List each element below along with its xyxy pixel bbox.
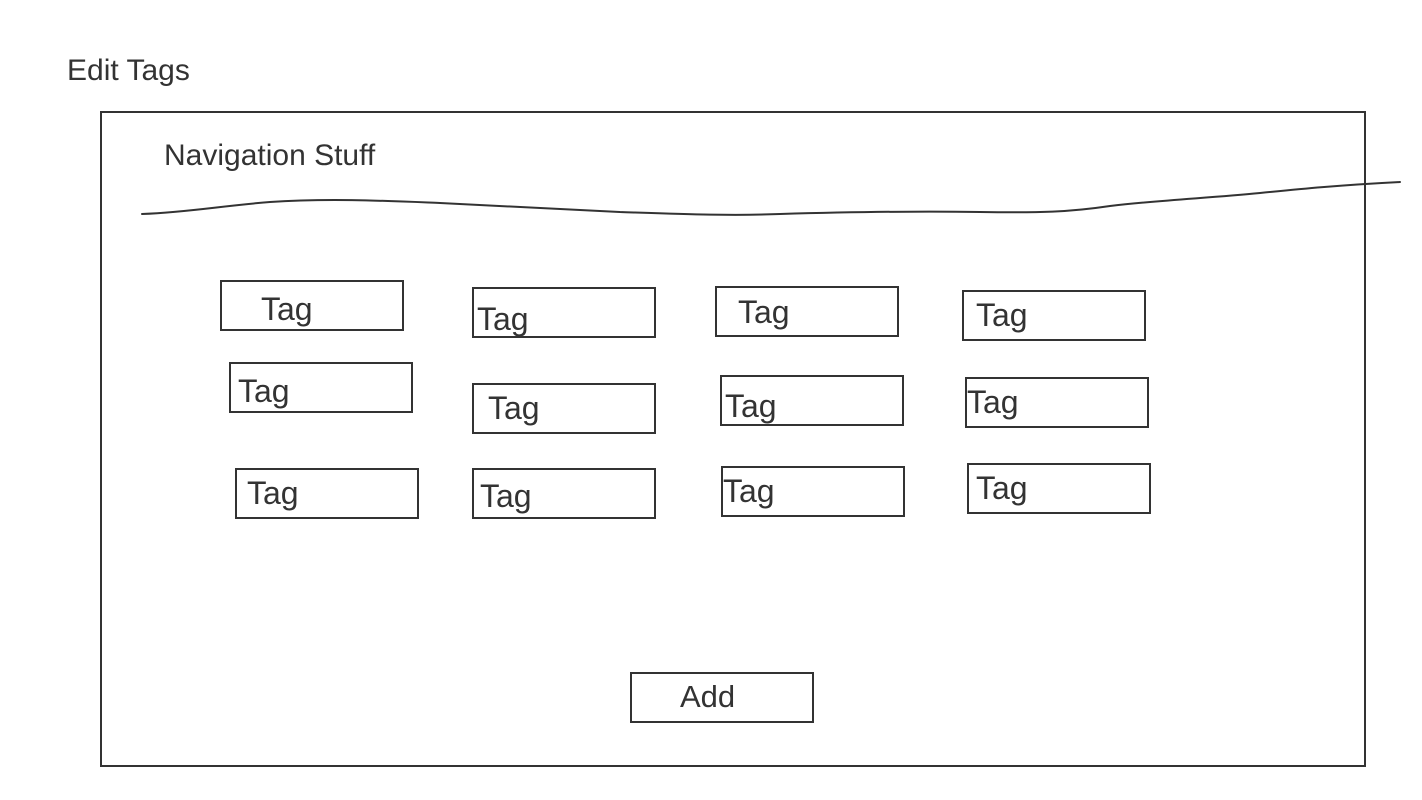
tag-item[interactable]: Tag — [472, 468, 656, 519]
tag-item[interactable]: Tag — [229, 362, 413, 413]
tag-label: Tag — [738, 294, 790, 330]
tag-label: Tag — [477, 301, 529, 337]
tag-label: Tag — [238, 373, 290, 409]
page-title: Edit Tags — [67, 54, 190, 87]
tag-label: Tag — [488, 390, 540, 426]
tag-item[interactable]: Tag — [720, 375, 904, 426]
tag-label: Tag — [723, 473, 775, 509]
tag-label: Tag — [976, 297, 1028, 333]
add-button-label: Add — [680, 679, 736, 714]
tag-item[interactable]: Tag — [220, 280, 404, 331]
tag-label: Tag — [247, 475, 299, 511]
tag-item[interactable]: Tag — [715, 286, 899, 337]
add-button[interactable]: Add — [630, 672, 814, 723]
tag-label: Tag — [261, 291, 313, 327]
tag-item[interactable]: Tag — [235, 468, 419, 519]
tag-label: Tag — [480, 478, 532, 514]
tag-label: Tag — [725, 388, 777, 424]
tag-item[interactable]: Tag — [472, 383, 656, 434]
tags-panel — [100, 111, 1366, 767]
navigation-label: Navigation Stuff — [164, 139, 376, 172]
tag-item[interactable]: Tag — [967, 463, 1151, 514]
tag-item[interactable]: Tag — [962, 290, 1146, 341]
tag-label: Tag — [976, 470, 1028, 506]
tag-label: Tag — [967, 384, 1019, 420]
tag-item[interactable]: Tag — [965, 377, 1149, 428]
tag-item[interactable]: Tag — [721, 466, 905, 517]
tag-item[interactable]: Tag — [472, 287, 656, 338]
